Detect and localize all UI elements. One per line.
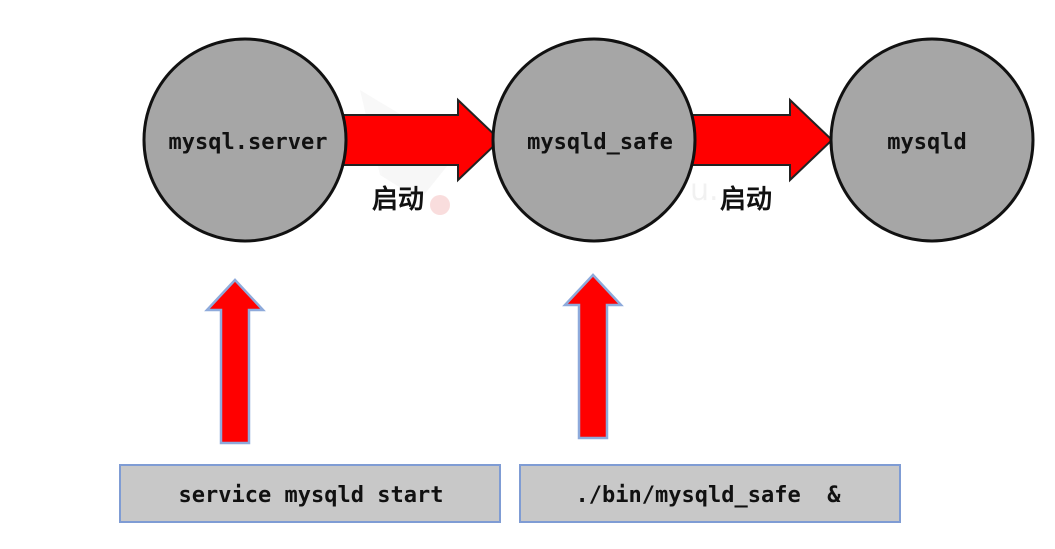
- node-mysqld-safe: [491, 37, 697, 243]
- command-box-mysqld-safe: [519, 464, 901, 523]
- edge-label-2: 启动: [720, 184, 772, 215]
- command-text-mysqld-safe: ./bin/mysqld_safe &: [576, 483, 842, 508]
- edge-label-1: 启动: [372, 184, 424, 215]
- node-label-mysqld-safe: mysqld_safe: [527, 130, 673, 155]
- command-arrow-2: [562, 273, 624, 440]
- svg-text:u.: u.: [690, 173, 719, 208]
- command-text-service: service mysqld start: [179, 483, 444, 508]
- node-label-mysql-server: mysql.server: [169, 130, 328, 155]
- node-mysqld: [829, 37, 1035, 243]
- node-label-mysqld: mysqld: [887, 130, 966, 155]
- command-arrow-1: [204, 278, 266, 445]
- command-box-service: [119, 464, 501, 523]
- node-mysql-server: [142, 37, 348, 243]
